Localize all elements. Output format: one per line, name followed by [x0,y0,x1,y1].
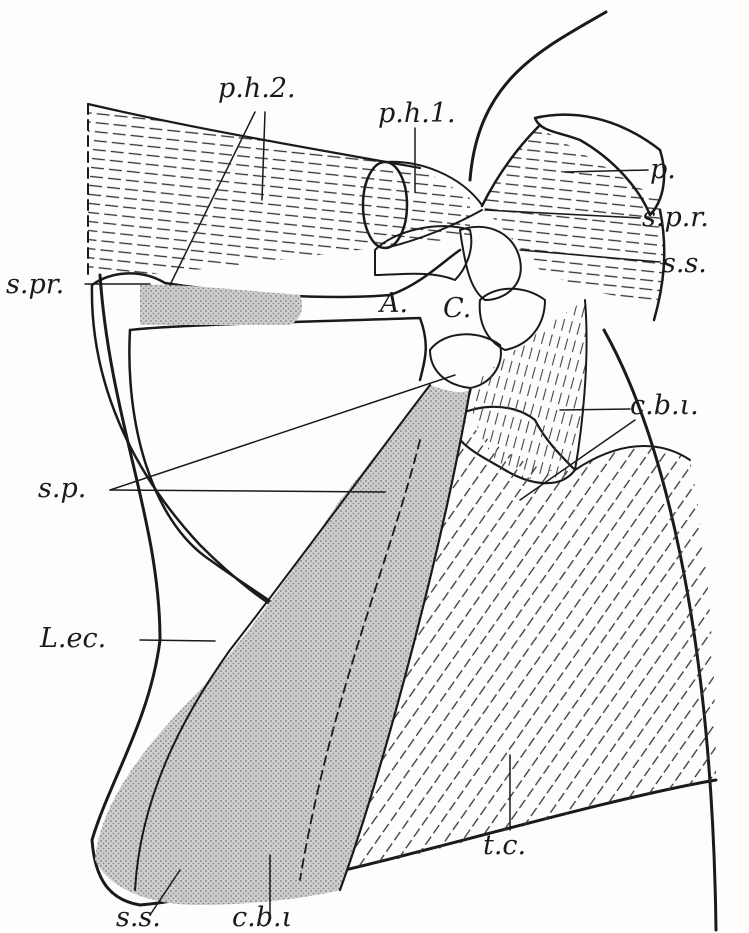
label-sp: s.p. [38,475,86,502]
scapula-inner-edge [130,318,426,380]
label-lec: L.ec. [40,625,106,652]
label-ph1: p.h.1. [378,100,456,127]
label-A: A. [380,290,408,317]
leader-cbi-a [560,409,630,410]
label-ph2: p.h.2. [218,75,296,102]
label-ss-bottom: s.s. [116,904,161,931]
label-p: p. [650,156,676,183]
label-ss-right: s.s. [662,250,707,277]
label-cbi-bottom: c.b.ι [232,904,292,931]
label-spr-left: s.pr. [6,271,64,298]
leader-lec [140,640,215,641]
leader-sp-b [110,490,385,492]
label-cbi-right: c.b.ι. [630,392,699,419]
label-spr-right: s.p.r. [642,204,709,231]
label-C: C. [443,295,471,322]
label-tc: t.c. [483,832,526,859]
ph2-muscle [88,104,470,275]
spr-stippled-area [140,285,302,325]
scapula-inner-curve [129,330,285,612]
scapula-lower-curve [92,285,285,612]
